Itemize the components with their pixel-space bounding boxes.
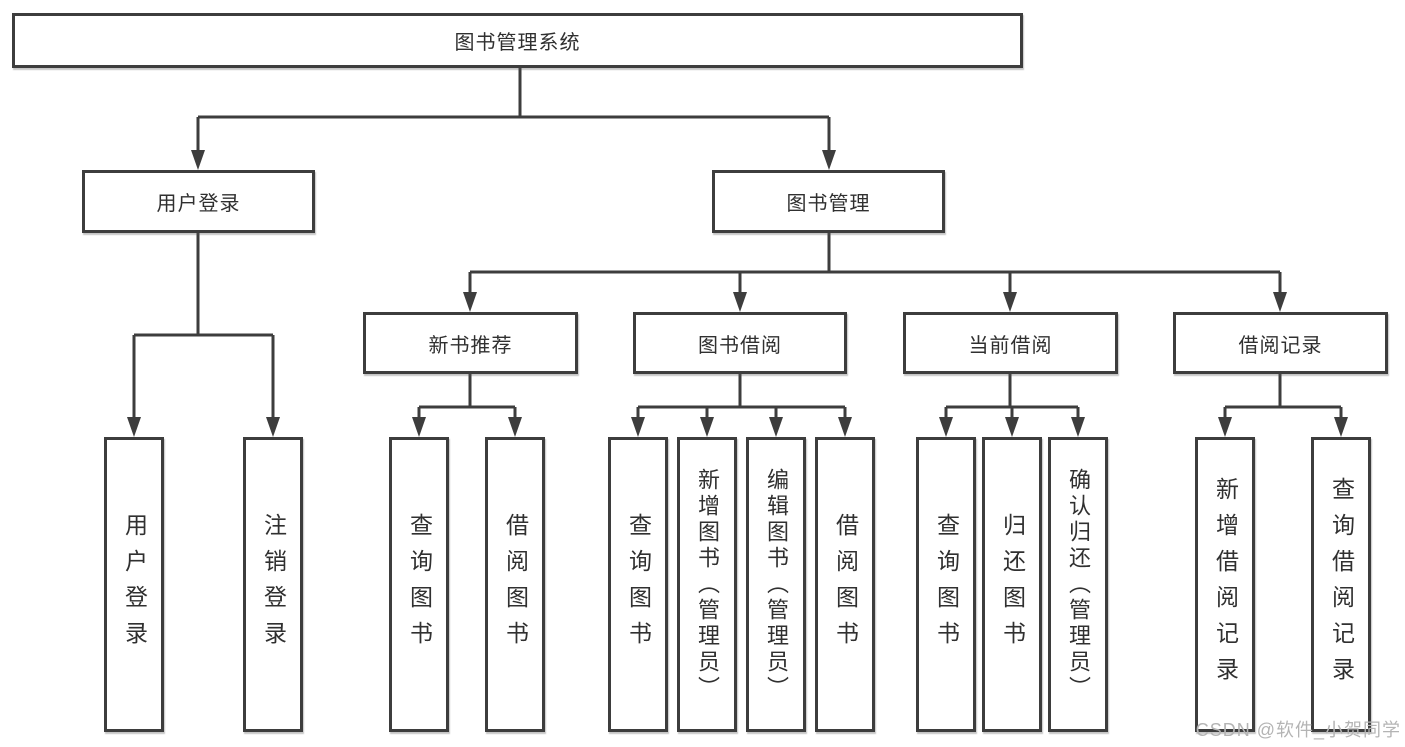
connector-new-book-recommend-to-leaves (417, 374, 517, 419)
leaf-add-borrow-record-label: 新增借阅记录 (1212, 476, 1239, 693)
node-book-management: 图书管理 (712, 170, 945, 233)
node-user-login-label: 用户登录 (156, 193, 241, 215)
arrowhead-icon (769, 417, 783, 437)
leaf-return-books: 归还图书 (982, 437, 1042, 732)
arrowhead-icon (127, 417, 141, 437)
node-library-management-system: 图书管理系统 (12, 13, 1023, 68)
node-new-book-recommend: 新书推荐 (363, 312, 578, 374)
arrowhead-icon (1273, 292, 1287, 312)
arrowhead-icon (508, 417, 522, 437)
arrowhead-icon (939, 417, 953, 437)
leaf-confirm-return-admin: 确认归还（管理员） (1048, 437, 1108, 732)
arrowhead-icon (631, 417, 645, 437)
node-book-management-label: 图书管理 (786, 193, 871, 215)
connector-current-borrow-to-leaves (944, 374, 1080, 419)
leaf-query-borrow-record-label: 查询借阅记录 (1328, 476, 1355, 693)
arrowhead-icon (733, 292, 747, 312)
arrowhead-icon (1005, 417, 1019, 437)
node-user-login: 用户登录 (82, 170, 315, 233)
leaf-logout-login: 注销登录 (243, 437, 303, 732)
leaf-query-borrow-record: 查询借阅记录 (1311, 437, 1371, 732)
arrowhead-icon (1218, 417, 1232, 437)
leaf-borrow-books: 借阅图书 (815, 437, 875, 732)
leaf-edit-book-admin-label: 编辑图书（管理员） (764, 467, 789, 702)
leaf-add-book-admin-label: 新增图书（管理员） (695, 467, 720, 702)
node-current-borrow: 当前借阅 (903, 312, 1118, 374)
arrowhead-icon (700, 417, 714, 437)
leaf-add-book-admin: 新增图书（管理员） (677, 437, 737, 732)
arrowhead-icon (1071, 417, 1085, 437)
leaf-borrow-books-label: 借阅图书 (832, 512, 859, 657)
leaf-borrow-books-recommend-label: 借阅图书 (502, 512, 529, 657)
leaf-query-books-current-label: 查询图书 (933, 512, 960, 657)
leaf-edit-book-admin: 编辑图书（管理员） (746, 437, 806, 732)
node-library-management-system-label: 图书管理系统 (454, 32, 581, 54)
node-new-book-recommend-label: 新书推荐 (428, 334, 513, 357)
leaf-query-books-recommend-label: 查询图书 (406, 512, 433, 657)
leaf-user-login: 用户登录 (104, 437, 164, 732)
arrowhead-icon (463, 292, 477, 312)
arrowhead-icon (1003, 292, 1017, 312)
arrowhead-icon (191, 150, 205, 170)
leaf-query-books-borrow: 查询图书 (608, 437, 668, 732)
node-book-borrow-label: 图书借阅 (698, 334, 782, 357)
leaf-query-books-current: 查询图书 (916, 437, 976, 732)
leaf-logout-login-label: 注销登录 (260, 512, 287, 657)
leaf-query-books-borrow-label: 查询图书 (625, 512, 652, 657)
node-borrow-records-label: 借阅记录 (1238, 334, 1323, 357)
node-current-borrow-label: 当前借阅 (968, 334, 1053, 357)
arrowhead-icon (822, 150, 836, 170)
leaf-add-borrow-record: 新增借阅记录 (1195, 437, 1255, 732)
connector-borrow-records-to-leaves (1223, 374, 1343, 419)
arrowhead-icon (266, 417, 280, 437)
arrowhead-icon (412, 417, 426, 437)
connector-book-management-to-level3 (468, 233, 1282, 294)
connector-book-borrow-to-leaves (636, 374, 847, 419)
leaf-borrow-books-recommend: 借阅图书 (485, 437, 545, 732)
node-borrow-records: 借阅记录 (1173, 312, 1388, 374)
connector-user-login-to-leaves (132, 233, 275, 419)
arrowhead-icon (838, 417, 852, 437)
connector-root-to-level2 (196, 68, 831, 152)
leaf-user-login-label: 用户登录 (121, 512, 148, 657)
node-book-borrow: 图书借阅 (633, 312, 847, 374)
arrowheads (127, 150, 1348, 437)
watermark: CSDN @软件_小贺同学 (1195, 720, 1401, 740)
leaf-query-books-recommend: 查询图书 (389, 437, 449, 732)
arrowhead-icon (1334, 417, 1348, 437)
leaf-confirm-return-admin-label: 确认归还（管理员） (1066, 467, 1091, 702)
leaf-return-books-label: 归还图书 (999, 512, 1026, 657)
